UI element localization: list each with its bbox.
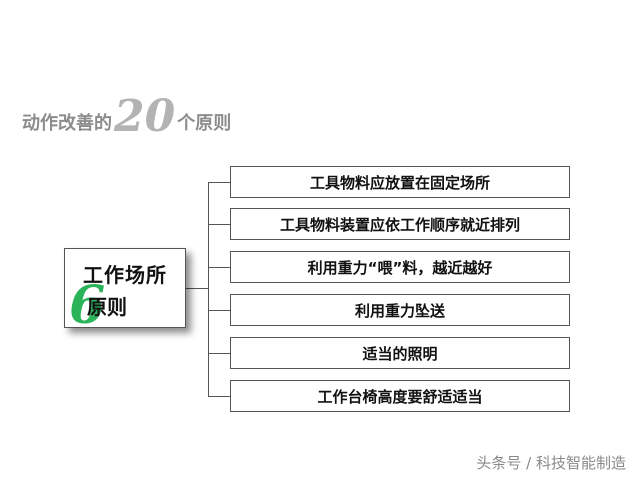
branch-line-4 — [208, 310, 230, 311]
principle-item-1: 工具物料应放置在固定场所 — [230, 166, 570, 198]
principle-item-4: 利用重力坠送 — [230, 294, 570, 326]
header-prefix: 动作改善的 — [22, 113, 112, 134]
principle-item-3: 利用重力“喂”料，越近越好 — [230, 251, 570, 283]
branch-line-3 — [208, 267, 230, 268]
page-header: 动作改善的 20 个原则 — [22, 80, 231, 140]
header-number: 20 — [114, 91, 176, 142]
main-topic-box: 工作场所 6 原则 — [64, 248, 186, 333]
main-topic-digit: 6 — [69, 275, 106, 336]
principle-item-5: 适当的照明 — [230, 337, 570, 369]
header-suffix: 个原则 — [177, 113, 232, 134]
branch-line-6 — [208, 396, 230, 397]
branch-line-5 — [208, 353, 230, 354]
principle-item-6: 工作台椅高度要舒适适当 — [230, 380, 570, 412]
watermark-text: 头条号 / 科技智能制造 — [476, 454, 626, 472]
branch-line-1 — [208, 182, 230, 183]
main-connector — [186, 288, 208, 289]
main-topic-line2: 原则 — [87, 295, 127, 319]
trunk-line — [208, 182, 209, 396]
main-topic-line1: 工作场所 — [83, 263, 167, 287]
branch-line-2 — [208, 224, 230, 225]
principle-item-2: 工具物料装置应依工作顺序就近排列 — [230, 208, 570, 240]
